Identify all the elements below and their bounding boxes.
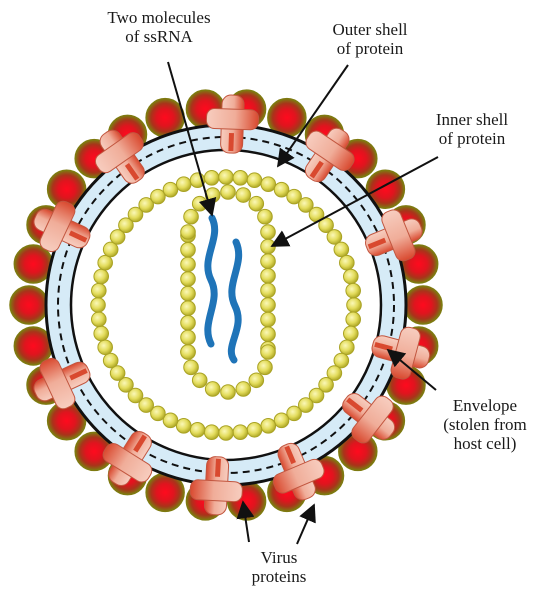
inner-shell-bead — [236, 382, 251, 397]
outer-shell-bead — [98, 255, 113, 270]
outer-shell-bead — [343, 269, 358, 284]
outer-shell-bead — [219, 170, 234, 185]
inner-shell-bead — [181, 301, 196, 316]
outer-shell-bead — [219, 426, 234, 441]
inner-shell-bead — [261, 254, 276, 269]
inner-shell-bead — [249, 373, 264, 388]
outer-shell-bead — [176, 177, 191, 192]
inner-shell-bead — [181, 272, 196, 287]
virus-protein-ball — [14, 327, 52, 365]
outer-shell-bead — [92, 283, 107, 298]
inner-shell-bead — [261, 225, 276, 240]
outer-shell-bead — [343, 326, 358, 341]
virus-protein-ball — [10, 286, 48, 324]
outer-shell-bead — [98, 340, 113, 355]
outer-shell-bead — [346, 312, 361, 327]
inner-shell-bead — [221, 185, 236, 200]
outer-shell-bead — [91, 298, 106, 313]
outer-shell-bead — [247, 422, 262, 437]
outer-shell-bead — [92, 312, 107, 327]
outer-shell-bead — [233, 425, 248, 440]
inner-shell-bead — [192, 196, 207, 211]
virus-protein-ball — [14, 245, 52, 283]
outer-shell-bead — [261, 177, 276, 192]
inner-shell-bead — [261, 269, 276, 284]
inner-shell-bead — [258, 209, 273, 224]
outer-shell-bead — [340, 340, 355, 355]
inner-shell-bead — [261, 298, 276, 313]
inner-shell-bead — [261, 327, 276, 342]
inner-shell-bead — [181, 330, 196, 345]
inner-shell-bead — [258, 360, 273, 375]
inner-shell-bead — [261, 239, 276, 254]
inner-shell-bead — [184, 360, 199, 375]
outer-shell-bead — [103, 353, 118, 368]
inner-shell-bead — [261, 312, 276, 327]
arrow-virus-protein-ball — [297, 505, 314, 544]
outer-shell-bead — [190, 422, 205, 437]
inner-shell-bead — [181, 316, 196, 331]
inner-shell-bead — [249, 196, 264, 211]
outer-shell-bead — [261, 419, 276, 434]
outer-shell-bead — [247, 173, 262, 188]
inner-shell-bead — [261, 345, 276, 360]
outer-shell-bead — [94, 326, 109, 341]
outer-shell-bead — [176, 419, 191, 434]
outer-shell-bead — [346, 283, 361, 298]
inner-shell-bead — [261, 283, 276, 298]
outer-shell-bead — [233, 171, 248, 186]
inner-shell-bead — [236, 188, 251, 203]
outer-shell-bead — [204, 171, 219, 186]
virus-protein-ball — [404, 286, 442, 324]
outer-shell-bead — [94, 269, 109, 284]
outer-shell-bead — [334, 242, 349, 257]
inner-shell-bead — [205, 382, 220, 397]
inner-shell-bead — [181, 345, 196, 360]
outer-shell-bead — [204, 425, 219, 440]
inner-shell-bead — [221, 385, 236, 400]
outer-shell-bead — [274, 413, 289, 428]
outer-shell-bead — [347, 298, 362, 313]
outer-shell-bead — [340, 255, 355, 270]
inner-shell-bead — [181, 225, 196, 240]
outer-shell-bead — [163, 182, 178, 197]
inner-shell-bead — [181, 257, 196, 272]
inner-shell-bead — [192, 373, 207, 388]
inner-shell-bead — [181, 286, 196, 301]
inner-shell-bead — [184, 209, 199, 224]
inner-shell-bead — [181, 243, 196, 258]
